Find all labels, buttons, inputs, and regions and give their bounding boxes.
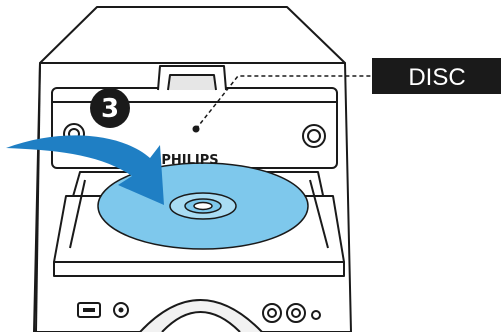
small-button (311, 310, 321, 320)
phones-jack-2-center (291, 308, 301, 318)
callout-leader-line (195, 75, 372, 130)
right-knob-inner (307, 129, 321, 143)
callout-box (372, 58, 501, 94)
brand-label: PHILIPS (161, 153, 218, 168)
eject-handle-inner (167, 74, 217, 91)
tray-front-lip (53, 261, 345, 277)
callout-label: DISC (408, 64, 465, 91)
tray-recess-right (309, 179, 329, 249)
unit-top-panel (39, 6, 346, 64)
step-badge (90, 88, 130, 128)
usb-port-slot (83, 308, 95, 312)
disc-hole (193, 201, 213, 211)
phones-jack-1-center (267, 308, 277, 318)
unit-left-cheek (35, 62, 41, 332)
curved-arrow-icon (6, 135, 164, 205)
tray-recess-left (69, 179, 86, 249)
aux-jack-center (118, 307, 124, 313)
bottom-panel (77, 299, 321, 332)
speaker-arc-inner (161, 311, 241, 332)
step-number: 3 (101, 94, 119, 124)
disc-icon (97, 162, 309, 250)
